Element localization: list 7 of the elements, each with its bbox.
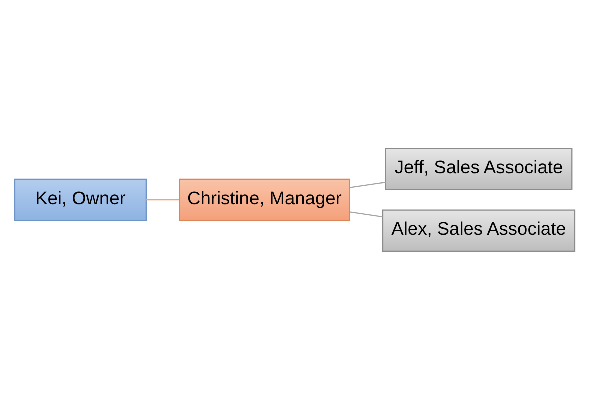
connector <box>146 199 180 201</box>
node-box: Kei, Owner <box>14 178 147 222</box>
node-box: Jeff, Sales Associate <box>385 148 573 190</box>
node-box: Christine, Manager <box>179 178 350 222</box>
node-box: Alex, Sales Associate <box>382 210 576 252</box>
connector <box>350 212 383 218</box>
connector <box>350 182 386 188</box>
